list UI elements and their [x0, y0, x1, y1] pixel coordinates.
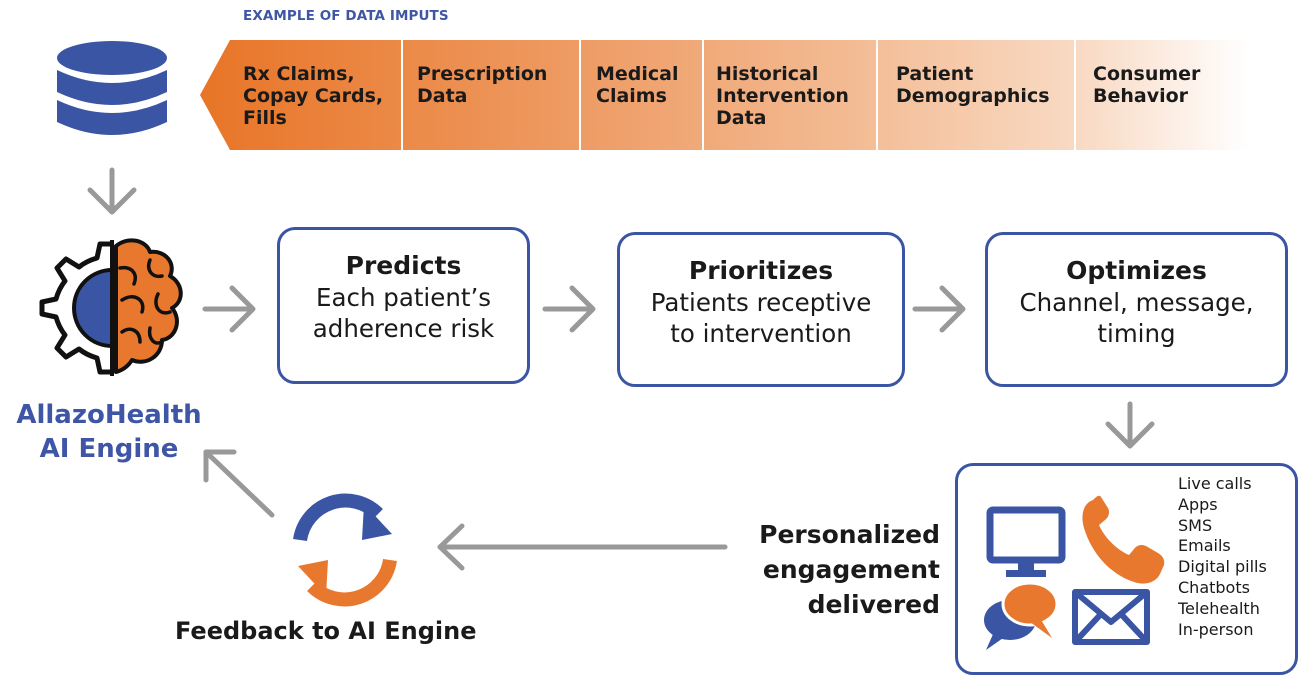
channel-item: SMS [1178, 515, 1213, 535]
input-consumer-behavior: Consumer Behavior [1093, 63, 1201, 107]
arrow-engagement-to-feedback [437, 523, 728, 571]
channel-item: Emails [1178, 536, 1231, 556]
channels-box [955, 463, 1298, 675]
arrow-db-to-engine [87, 167, 137, 215]
refresh-cycle-icon [293, 493, 397, 607]
step-prioritizes-title: Prioritizes [688, 256, 834, 285]
channel-item: Apps [1178, 494, 1218, 514]
input-patient-demographics: Patient Demographics [896, 63, 1050, 107]
step-optimizes-desc-2: timing [1097, 319, 1176, 348]
arrow-prioritizes-to-optimizes [912, 285, 966, 333]
channel-item: Live calls [1178, 474, 1252, 493]
channel-item: Telehealth [1178, 598, 1260, 618]
data-inputs-band [200, 40, 1250, 150]
monitor-icon [986, 506, 1066, 577]
channel-item: Chatbots [1178, 577, 1250, 597]
database-icon [57, 41, 167, 135]
channel-list: Live calls Apps SMS Emails Digital pills… [1178, 474, 1267, 640]
step-predicts: Predicts Each patient’s adherence risk [277, 227, 530, 384]
step-predicts-desc-2: adherence risk [312, 314, 495, 343]
feedback-label: Feedback to AI Engine [175, 617, 477, 645]
envelope-icon [1072, 589, 1150, 645]
step-predicts-desc-1: Each patient’s [315, 283, 492, 312]
arrow-feedback-to-engine [203, 449, 275, 518]
chat-bubbles-icon [984, 581, 1059, 650]
input-prescription-data: Prescription Data [417, 63, 548, 107]
arrow-engine-to-predicts [202, 285, 256, 333]
step-prioritizes-desc-1: Patients receptive [650, 288, 872, 317]
step-predicts-title: Predicts [345, 251, 462, 280]
ai-engine-gear-brain-icon [39, 238, 183, 376]
step-optimizes-desc-1: Channel, message, [1019, 288, 1254, 317]
engagement-label: Personalized engagement delivered [759, 520, 940, 619]
channel-item: Digital pills [1178, 557, 1267, 577]
channel-item: In-person [1178, 619, 1254, 639]
phone-icon [1082, 495, 1165, 584]
step-prioritizes-desc-2: to intervention [670, 319, 852, 348]
arrow-predicts-to-prioritizes [542, 285, 596, 333]
step-optimizes: Optimizes Channel, message, timing [985, 232, 1288, 387]
arrow-optimizes-to-channels [1105, 401, 1155, 449]
input-medical-claims: Medical Claims [596, 63, 679, 107]
step-prioritizes: Prioritizes Patients receptive to interv… [617, 232, 905, 387]
step-optimizes-title: Optimizes [1066, 256, 1207, 285]
input-rx-claims: Rx Claims, Copay Cards, Fills [243, 63, 384, 129]
input-historical-intervention: Historical Intervention Data [716, 63, 849, 129]
data-inputs-title: EXAMPLE OF DATA IMPUTS [243, 8, 449, 24]
engine-title: AllazoHealth AI Engine [16, 400, 202, 464]
